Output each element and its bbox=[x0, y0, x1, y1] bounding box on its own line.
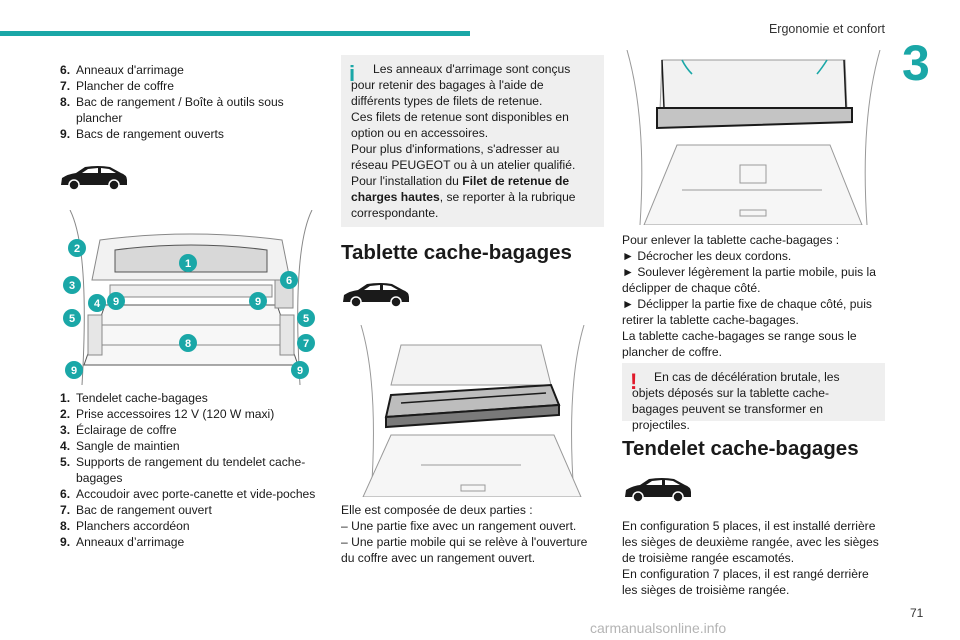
car-suv-icon bbox=[343, 283, 409, 308]
car-suv-icon bbox=[61, 166, 127, 191]
info-text-1: Les anneaux d'arrimage sont conçus pour … bbox=[351, 62, 571, 108]
removal-instructions: Pour enlever la tablette cache-bagages :… bbox=[622, 232, 885, 360]
callout-4: 4 bbox=[94, 298, 101, 310]
heading-tendelet: Tendelet cache-bagages bbox=[622, 437, 859, 460]
list-item: 2.Prise accessoires 12 V (120 W maxi) bbox=[60, 407, 275, 421]
list-item: 7.Bac de rangement ouvert bbox=[60, 503, 212, 517]
callout-3: 3 bbox=[69, 280, 75, 292]
column-1-legend: 1.Tendelet cache-bagages 2.Prise accesso… bbox=[60, 390, 325, 550]
callout-1: 1 bbox=[185, 258, 191, 270]
callout-9b: 9 bbox=[255, 296, 261, 308]
step-3: ► Déclipper la partie fixe de chaque côt… bbox=[622, 297, 872, 327]
list-components-top: 6.Anneaux d'arrimage 7.Plancher de coffr… bbox=[60, 62, 325, 142]
info-text-4: Pour l'installation du Filet de retenue … bbox=[351, 174, 576, 220]
watermark: carmanualsonline.info bbox=[590, 620, 727, 636]
callout-9d: 9 bbox=[297, 365, 303, 377]
callout-2: 2 bbox=[74, 243, 80, 255]
list-item: 1.Tendelet cache-bagages bbox=[60, 391, 208, 405]
chapter-number: 3 bbox=[902, 35, 930, 91]
car-suv-icon bbox=[625, 478, 691, 503]
callout-9a: 9 bbox=[113, 296, 119, 308]
tablette-description: Elle est composée de deux parties : – Un… bbox=[341, 503, 588, 565]
info-box-anneaux: i Les anneaux d'arrimage sont conçus pou… bbox=[341, 55, 604, 227]
warning-icon: ! bbox=[630, 369, 638, 394]
header-accent-bar bbox=[0, 31, 470, 36]
list-item: 7.Plancher de coffre bbox=[60, 79, 174, 93]
tablette-removal-illustration bbox=[626, 50, 881, 225]
chapter-title: Ergonomie et confort bbox=[768, 22, 885, 36]
page-number: 71 bbox=[910, 606, 924, 620]
tendelet-description: En configuration 5 places, il est instal… bbox=[622, 519, 879, 597]
list-item: 9.Bacs de rangement ouverts bbox=[60, 127, 224, 141]
step-1: ► Décrocher les deux cordons. bbox=[622, 249, 792, 263]
list-item: 3.Éclairage de coffre bbox=[60, 423, 177, 437]
list-item: 4.Sangle de maintien bbox=[60, 439, 180, 453]
callout-7: 7 bbox=[303, 338, 309, 350]
callout-8: 8 bbox=[185, 338, 191, 350]
callout-5a: 5 bbox=[69, 313, 75, 325]
warning-box: ! En cas de décélération brutale, les ob… bbox=[622, 363, 885, 432]
list-item: 5.Supports de rangement du tendelet cach… bbox=[60, 455, 306, 485]
heading-tablette: Tablette cache-bagages bbox=[341, 241, 572, 264]
callout-9c: 9 bbox=[71, 365, 77, 377]
column-1: 6.Anneaux d'arrimage 7.Plancher de coffr… bbox=[60, 62, 325, 142]
info-text-2: Ces filets de retenue sont disponibles e… bbox=[351, 110, 569, 140]
callout-6: 6 bbox=[286, 275, 292, 287]
list-item: 9.Anneaux d’arrimage bbox=[60, 535, 185, 549]
list-item: 8.Planchers accordéon bbox=[60, 519, 190, 533]
tablette-illustration bbox=[360, 325, 585, 497]
list-item: 8.Bac de rangement / Boîte à outils sous… bbox=[60, 95, 284, 125]
step-2: ► Soulever légèrement la partie mobile, … bbox=[622, 265, 876, 295]
list-item: 6.Anneaux d'arrimage bbox=[60, 63, 184, 77]
info-text-3: Pour plus d'informations, s'adresser au … bbox=[351, 142, 576, 172]
info-icon: i bbox=[349, 61, 356, 86]
callout-5b: 5 bbox=[303, 313, 309, 325]
list-components-legend: 1.Tendelet cache-bagages 2.Prise accesso… bbox=[60, 390, 325, 550]
trunk-components-diagram: 1 2 3 4 9 5 6 9 5 7 8 9 9 bbox=[63, 210, 315, 385]
list-item: 6.Accoudoir avec porte-canette et vide-p… bbox=[60, 487, 316, 501]
